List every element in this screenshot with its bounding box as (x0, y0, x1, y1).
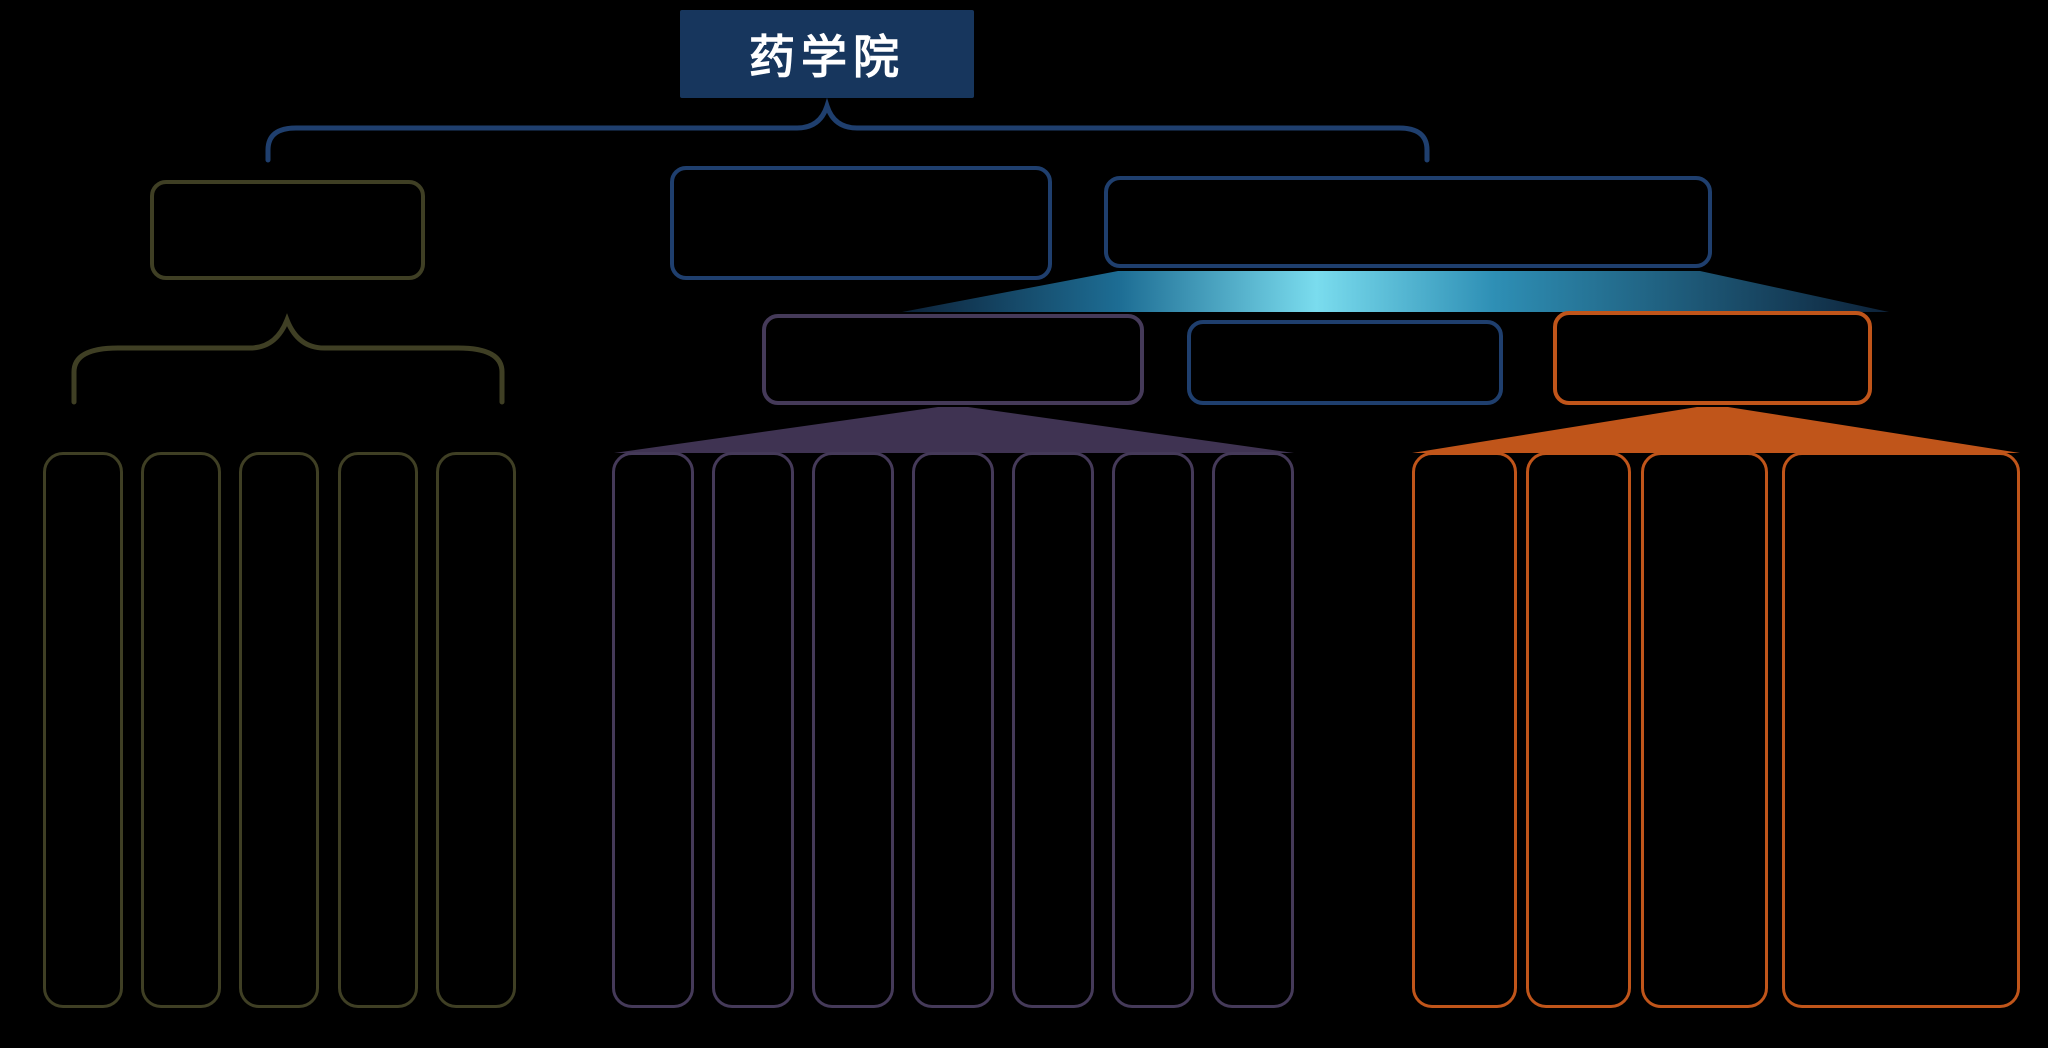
right-column-node (1641, 452, 1768, 1008)
middle-column-node (1012, 452, 1094, 1008)
middle-column-node (812, 452, 894, 1008)
branch-box-center (670, 166, 1052, 280)
branch-box-right (1104, 176, 1712, 268)
left-column-node (338, 452, 418, 1008)
right-column-node (1782, 452, 2020, 1008)
middle-column-node (912, 452, 994, 1008)
middle-column-node (712, 452, 794, 1008)
right-column-node (1526, 452, 1631, 1008)
teal-fan-connector (902, 271, 1889, 312)
root-node: 药学院 (680, 10, 974, 98)
left-column-node (43, 452, 123, 1008)
orange-fan-connector (1412, 407, 2020, 453)
left-column-node (239, 452, 319, 1008)
left-column-node (141, 452, 221, 1008)
middle-column-node (1212, 452, 1294, 1008)
sub-box-orange (1553, 311, 1872, 405)
root-brace-connector (265, 97, 1430, 163)
root-node-label: 药学院 (749, 31, 905, 83)
left-column-node (436, 452, 516, 1008)
branch-box-left (150, 180, 425, 280)
sub-box-blue (1187, 320, 1503, 405)
middle-column-node (612, 452, 694, 1008)
right-column-node (1412, 452, 1517, 1008)
left-brace-connector (71, 313, 505, 405)
sub-box-purple (762, 314, 1144, 405)
middle-column-node (1112, 452, 1194, 1008)
purple-fan-connector (614, 407, 1294, 453)
